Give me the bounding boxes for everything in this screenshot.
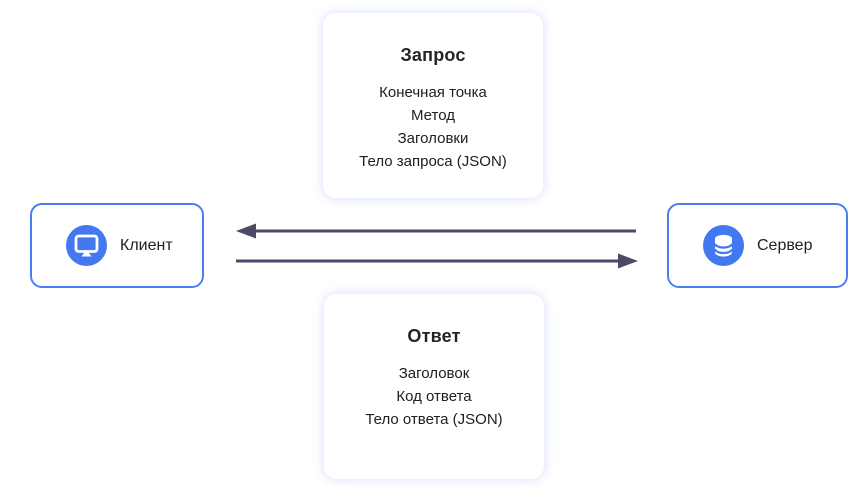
- monitor-icon: [74, 234, 99, 257]
- response-card-items: Заголовок Код ответа Тело ответа (JSON): [324, 362, 544, 431]
- request-card-items: Конечная точка Метод Заголовки Тело запр…: [323, 81, 543, 173]
- request-item-body: Тело запроса (JSON): [359, 153, 507, 170]
- response-item-code: Код ответа: [396, 388, 472, 405]
- response-card-title: Ответ: [407, 326, 461, 346]
- client-node-label: Клиент: [120, 236, 173, 254]
- server-node-label: Сервер: [757, 236, 813, 254]
- request-card: Запрос Конечная точка Метод Заголовки Те…: [322, 12, 544, 199]
- server-icon-circle: [703, 225, 744, 266]
- response-item-body: Тело ответа (JSON): [365, 411, 503, 428]
- client-node: Клиент: [30, 203, 204, 288]
- request-item-method: Метод: [411, 107, 455, 124]
- request-card-title: Запрос: [400, 45, 466, 65]
- response-item-header: Заголовок: [398, 365, 470, 382]
- request-item-endpoint: Конечная точка: [379, 84, 487, 101]
- server-node: Сервер: [667, 203, 848, 288]
- response-card: Ответ Заголовок Код ответа Тело ответа (…: [323, 293, 545, 480]
- client-icon-circle: [66, 225, 107, 266]
- request-item-headers: Заголовки: [397, 130, 469, 147]
- database-icon: [713, 234, 734, 257]
- arrow-server-to-client: [236, 223, 636, 239]
- arrow-client-to-server: [236, 253, 638, 269]
